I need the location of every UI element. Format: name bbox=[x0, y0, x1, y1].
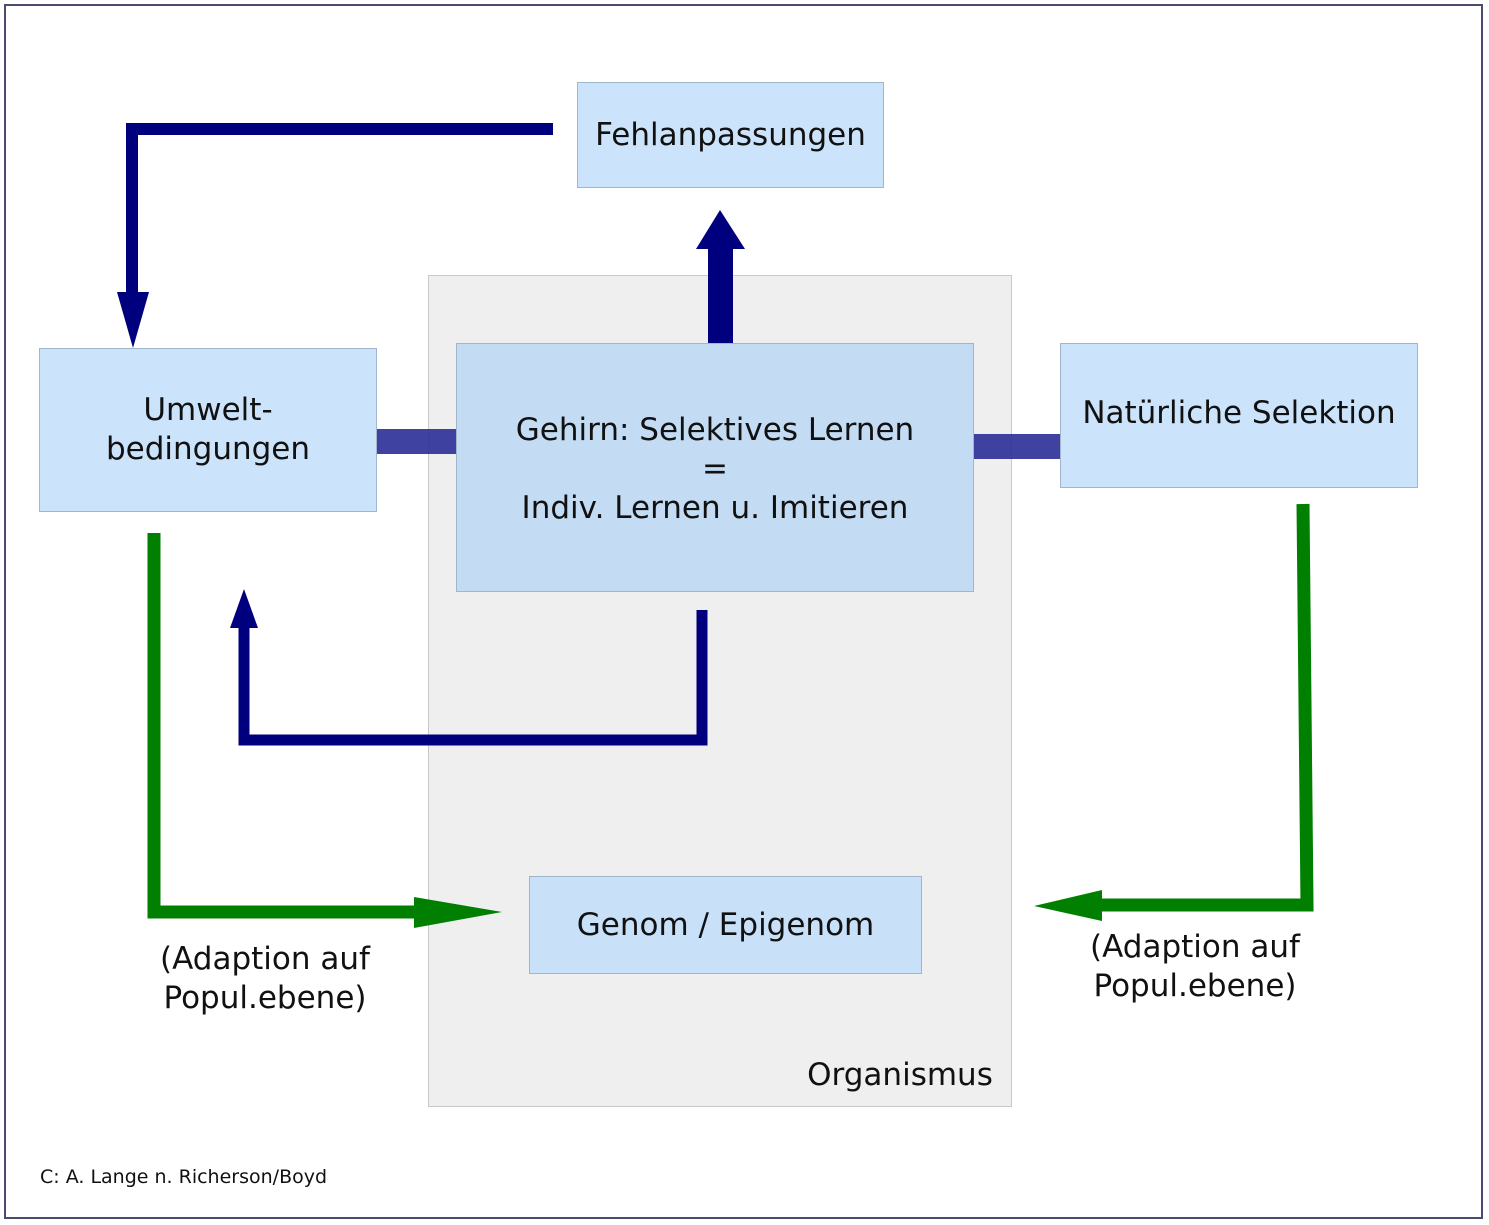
selektion-label: Natürliche Selektion bbox=[1082, 395, 1396, 431]
arrow-gehirn-feedback-to-umwelt bbox=[230, 589, 708, 746]
arrow-selektion-to-genom bbox=[1034, 503, 1314, 921]
adaption-left-line1: (Adaption auf bbox=[160, 941, 370, 977]
adaption-left-label: (Adaption auf Popul.ebene) bbox=[140, 940, 390, 1018]
umweltbedingungen-node: Umwelt- bedingungen bbox=[39, 348, 377, 512]
adaption-left-line2: Popul.ebene) bbox=[163, 980, 367, 1016]
arrow-fehlanpassungen-to-umwelt bbox=[117, 123, 553, 348]
genom-label: Genom / Epigenom bbox=[576, 906, 875, 943]
gehirn-node: Gehirn: Selektives Lernen = Indiv. Lerne… bbox=[456, 343, 974, 592]
adaption-right-line1: (Adaption auf bbox=[1090, 929, 1300, 965]
natuerliche-selektion-node: Natürliche Selektion bbox=[1060, 343, 1418, 488]
arrow-umwelt-to-genom bbox=[147, 533, 502, 928]
fehlanpassungen-label: Fehlanpassungen bbox=[595, 116, 866, 153]
fehlanpassungen-node: Fehlanpassungen bbox=[577, 82, 884, 188]
organismus-label: Organismus bbox=[807, 1057, 993, 1093]
genom-node: Genom / Epigenom bbox=[529, 876, 922, 974]
credit-text: C: A. Lange n. Richerson/Boyd bbox=[40, 1166, 328, 1188]
gehirn-label-line1: Gehirn: Selektives Lernen bbox=[515, 412, 915, 448]
gehirn-label-line2: = bbox=[702, 451, 728, 487]
umwelt-label-line1: Umwelt- bbox=[143, 392, 273, 428]
adaption-right-line2: Popul.ebene) bbox=[1093, 968, 1297, 1004]
umwelt-label-line2: bedingungen bbox=[105, 431, 311, 467]
adaption-right-label: (Adaption auf Popul.ebene) bbox=[1070, 928, 1320, 1006]
gehirn-label-line3: Indiv. Lernen u. Imitieren bbox=[521, 490, 909, 526]
